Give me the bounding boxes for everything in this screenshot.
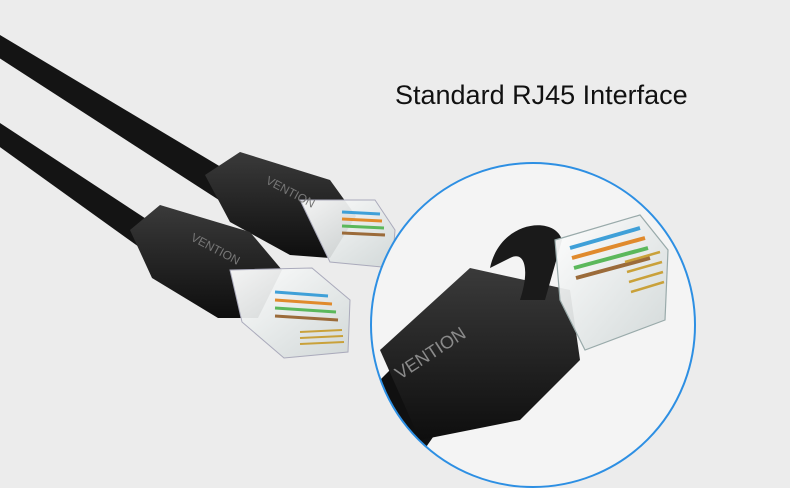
zoom-latch [490,225,562,300]
zoom-connector-boot [380,268,580,440]
upper-cable: VENTION [0,35,396,269]
zoom-ring [370,162,696,488]
zoom-detail-circle: VENTION [370,162,696,488]
lower-cable: VENTION [0,123,351,359]
lower-plug-head [229,267,351,359]
headline: Standard RJ45 Interface [395,80,688,110]
